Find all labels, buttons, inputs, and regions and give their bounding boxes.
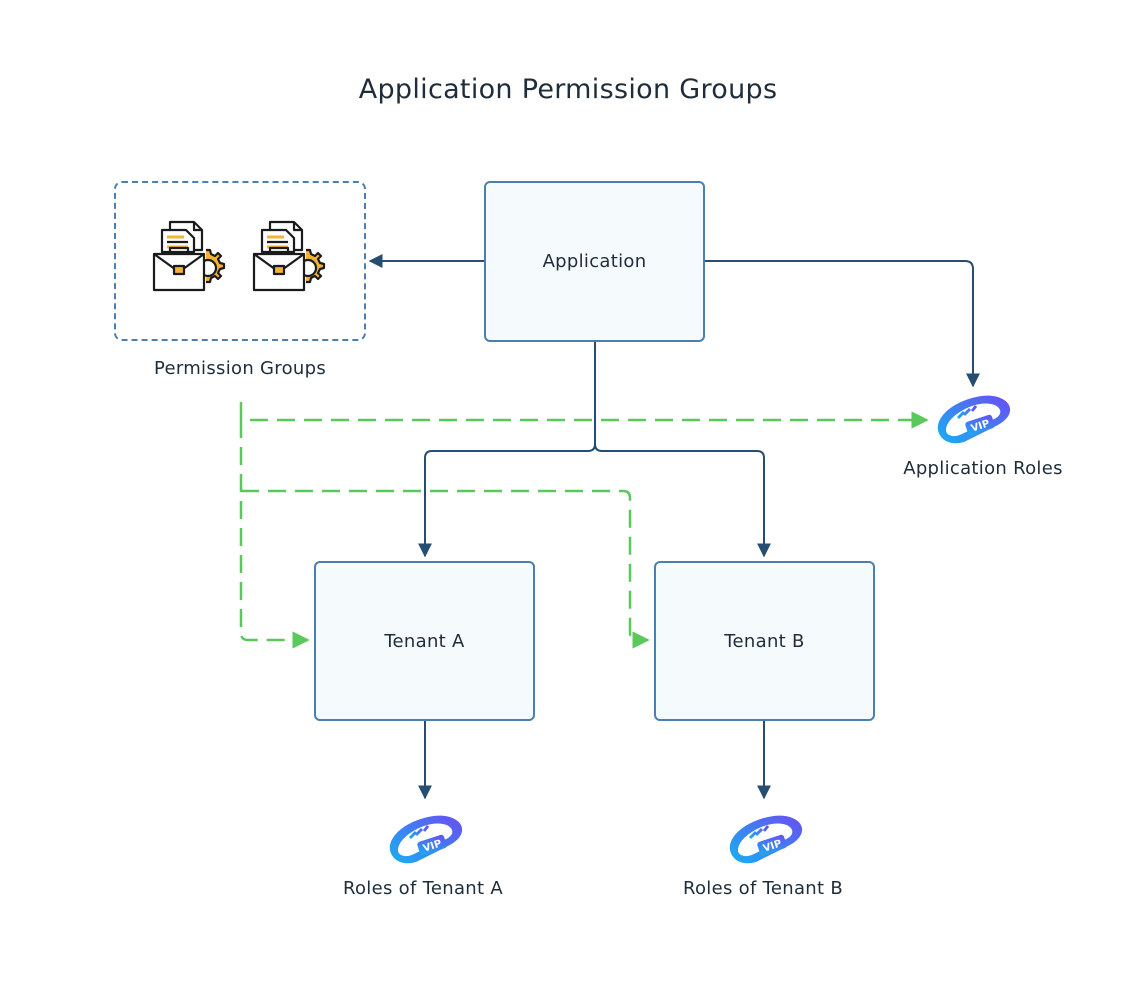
- permission-groups-label: Permission Groups: [153, 358, 327, 379]
- tenant-b-node-label: Tenant B: [724, 630, 805, 652]
- edge-application-to-tenant-a: [418, 342, 596, 558]
- briefcase-gear-document-icon: [152, 220, 226, 292]
- edge-permission-groups-to-tenant-b: [241, 489, 650, 649]
- edge-permission-groups-to-tenant-a: [239, 420, 310, 649]
- application-node[interactable]: Application: [484, 181, 705, 342]
- tenant-a-node-label: Tenant A: [384, 630, 465, 652]
- edge-application-to-application-roles: [705, 260, 980, 388]
- edge-permission-groups-to-application-roles: [239, 402, 929, 429]
- application-roles-label: Application Roles: [903, 458, 1063, 479]
- vip-badge-icon: VIP: [389, 815, 463, 864]
- roles-tenant-a-label: Roles of Tenant A: [342, 878, 503, 899]
- roles-tenant-b-label: Roles of Tenant B: [682, 878, 844, 899]
- vip-badge-icon: VIP: [729, 815, 803, 864]
- tenant-a-node[interactable]: Tenant A: [314, 561, 535, 721]
- application-node-label: Application: [542, 251, 647, 272]
- vip-badge-icon: VIP: [937, 395, 1011, 444]
- briefcase-gear-document-icon: [252, 220, 326, 292]
- permission-groups-container: [114, 181, 366, 341]
- edge-application-to-tenant-b: [594, 443, 771, 558]
- tenant-b-node[interactable]: Tenant B: [654, 561, 875, 721]
- diagram-title: Application Permission Groups: [358, 74, 778, 105]
